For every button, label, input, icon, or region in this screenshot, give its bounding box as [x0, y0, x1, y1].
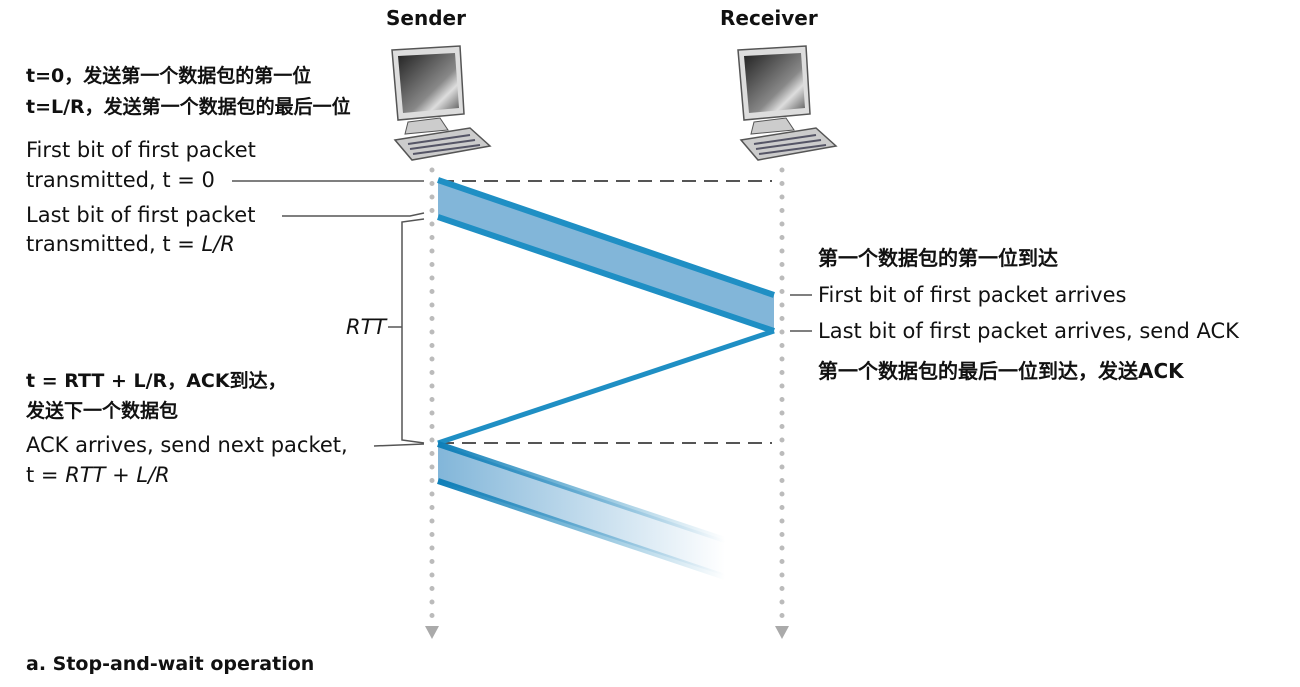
sender-arrowhead — [425, 626, 439, 639]
last-bit-label-1: Last bit of first packet — [26, 203, 256, 227]
second-packet-leading-edge — [437, 441, 726, 543]
cn-label-tLR: t=L/R，发送第一个数据包的最后一位 — [26, 96, 351, 118]
cn-label-ack: t = RTT + L/R，ACK到达， — [26, 370, 287, 392]
ack-text: t = — [26, 463, 66, 487]
caption: a. Stop-and-wait operation — [26, 653, 315, 675]
ack-time: RTT + L/R — [65, 463, 170, 487]
first-packet-trailing-edge — [437, 214, 775, 334]
rtt-label: RTT — [346, 312, 386, 342]
second-packet — [438, 444, 725, 576]
last-arrives-label: Last bit of first packet arrives, send A… — [818, 319, 1239, 343]
sender-computer-icon — [391, 45, 492, 161]
sender-label: Sender — [386, 6, 466, 30]
receiver-label: Receiver — [720, 6, 818, 30]
cn-label-first-arrives: 第一个数据包的第一位到达 — [818, 246, 1058, 270]
second-packet-trailing-edge — [437, 478, 726, 580]
last-bit-text: transmitted, t = — [26, 232, 202, 256]
cn-label-t0: t=0，发送第一个数据包的第一位 — [26, 65, 312, 87]
receiver-computer-icon — [737, 45, 838, 161]
rtt-text: RTT — [346, 315, 387, 339]
ack-arrives-label-2: t = RTT + L/R — [26, 460, 170, 490]
first-packet — [438, 180, 774, 331]
cn-label-last-arrives: 第一个数据包的最后一位到达，发送ACK — [818, 359, 1184, 383]
leader-lines — [232, 180, 812, 447]
receiver-arrowhead — [775, 626, 789, 639]
first-packet-leading-edge — [437, 177, 775, 298]
ack-line — [437, 328, 775, 446]
ack-arrives-label-1: ACK arrives, send next packet, — [26, 433, 348, 457]
first-bit-label-2: transmitted, t = 0 — [26, 168, 215, 192]
first-arrives-label: First bit of first packet arrives — [818, 283, 1127, 307]
last-bit-label-2: transmitted, t = L/R — [26, 229, 235, 259]
cn-label-next: 发送下一个数据包 — [26, 400, 179, 422]
first-bit-label-1: First bit of first packet — [26, 138, 256, 162]
last-bit-time: L/R — [201, 232, 235, 256]
